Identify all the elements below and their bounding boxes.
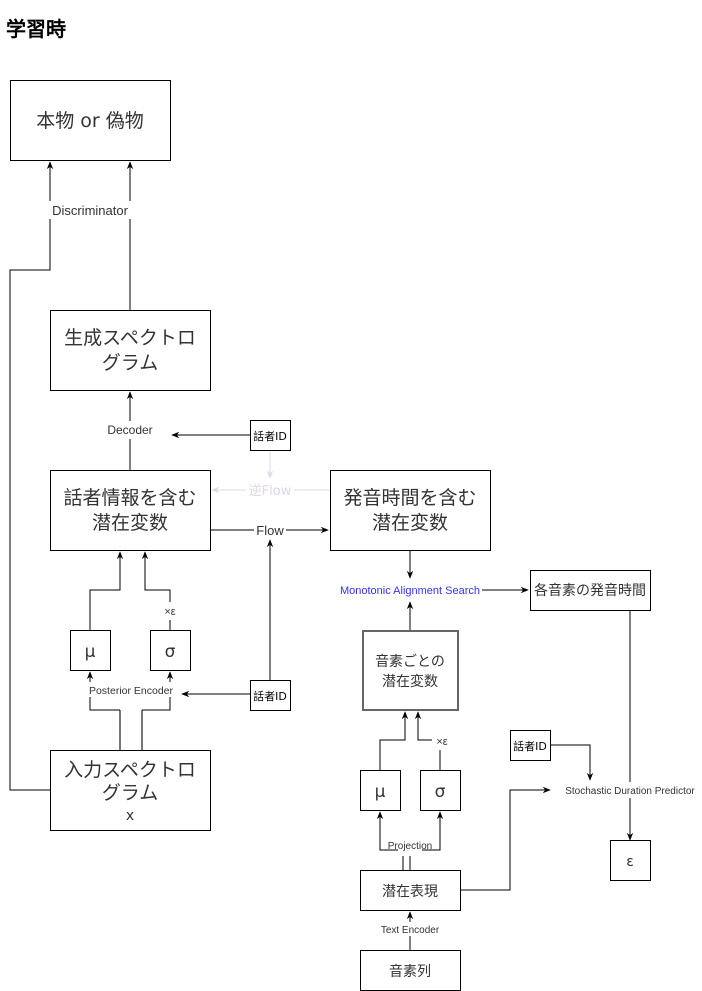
svg-text:σ: σ — [435, 782, 446, 802]
node-epsilon: ε — [610, 840, 651, 881]
edge-label-projection: Projection — [388, 841, 432, 852]
svg-text:x: x — [126, 808, 134, 824]
svg-text:μ: μ — [375, 782, 386, 802]
node-sigma-prior: σ — [420, 770, 461, 811]
edge-input-to-discriminator — [9, 161, 54, 791]
svg-text:σ: σ — [165, 642, 176, 662]
svg-text:話者ID: 話者ID — [253, 689, 287, 703]
svg-text:潜在変数: 潜在変数 — [382, 673, 438, 690]
edge-latent-to-sdp — [460, 786, 551, 891]
edge-mu-to-latent — [89, 551, 124, 630]
node-speaker-id-sdp: 話者ID — [510, 730, 551, 761]
edge-label-posterior-encoder: Posterior Encoder — [89, 685, 174, 697]
node-latent-representation: 潜在表現 — [360, 870, 461, 911]
node-phoneme-sequence: 音素列 — [360, 950, 461, 991]
edge-label-sdp: Stochastic Duration Predictor — [565, 786, 695, 797]
svg-text:音素ごとの: 音素ごとの — [375, 653, 445, 670]
svg-text:グラム: グラム — [102, 782, 158, 804]
edge-label-decoder: Decoder — [107, 423, 152, 437]
edge-label-discriminator: Discriminator — [52, 203, 129, 218]
svg-text:μ: μ — [85, 642, 96, 662]
svg-text:潜在変数: 潜在変数 — [372, 512, 448, 534]
svg-text:話者ID: 話者ID — [253, 429, 287, 443]
svg-text:潜在変数: 潜在変数 — [92, 512, 168, 534]
node-input-spectrogram: 入力スペクトロ グラム x — [50, 750, 211, 831]
edge-sigma-prior-to-latent — [414, 711, 432, 741]
svg-text:生成スペクトロ: 生成スペクトロ — [64, 327, 196, 349]
edge-label-times-eps-prior: ×ε — [436, 736, 447, 748]
node-duration-latent: 発音時間を含む 潜在変数 — [330, 470, 491, 551]
edge-speaker-id-to-sdp — [550, 744, 594, 781]
page-title: 学習時 — [6, 17, 66, 41]
svg-text:ε: ε — [626, 854, 634, 870]
edge-projection-to-sigma — [422, 811, 444, 851]
edge-projection-to-mu — [376, 811, 398, 851]
edge-label-inverse-flow: 逆Flow — [249, 483, 292, 499]
node-generated-spectrogram: 生成スペクトロ グラム — [50, 310, 211, 391]
node-mu-posterior: μ — [70, 630, 111, 671]
edge-sigma-to-latent — [141, 551, 171, 602]
node-phoneme-latent: 音素ごとの 潜在変数 — [362, 630, 459, 711]
node-phoneme-durations: 各音素の発音時間 — [530, 570, 651, 611]
svg-text:グラム: グラム — [102, 352, 158, 374]
node-mu-prior: μ — [360, 770, 401, 811]
svg-text:各音素の発音時間: 各音素の発音時間 — [534, 582, 646, 599]
edge-mu-prior-to-latent — [379, 711, 409, 770]
svg-text:本物 or 偽物: 本物 or 偽物 — [36, 110, 144, 132]
edge-label-mas: Monotonic Alignment Search — [340, 585, 480, 597]
node-real-or-fake: 本物 or 偽物 — [10, 80, 171, 161]
edge-label-text-encoder: Text Encoder — [381, 925, 440, 936]
svg-text:潜在表現: 潜在表現 — [382, 884, 438, 900]
svg-text:話者ID: 話者ID — [513, 739, 547, 753]
edge-label-times-eps-post: ×ε — [164, 606, 175, 618]
svg-text:入力スペクトロ: 入力スペクトロ — [64, 759, 196, 781]
svg-text:発音時間を含む: 発音時間を含む — [343, 487, 476, 509]
edge-label-flow: Flow — [256, 523, 284, 538]
svg-text:音素列: 音素列 — [389, 963, 431, 980]
node-sigma-posterior: σ — [150, 630, 191, 671]
node-speaker-latent: 話者情報を含む 潜在変数 — [50, 470, 211, 551]
node-speaker-id-decoder: 話者ID — [250, 420, 291, 451]
node-speaker-id-posterior: 話者ID — [250, 680, 291, 711]
svg-text:話者情報を含む: 話者情報を含む — [63, 487, 196, 509]
